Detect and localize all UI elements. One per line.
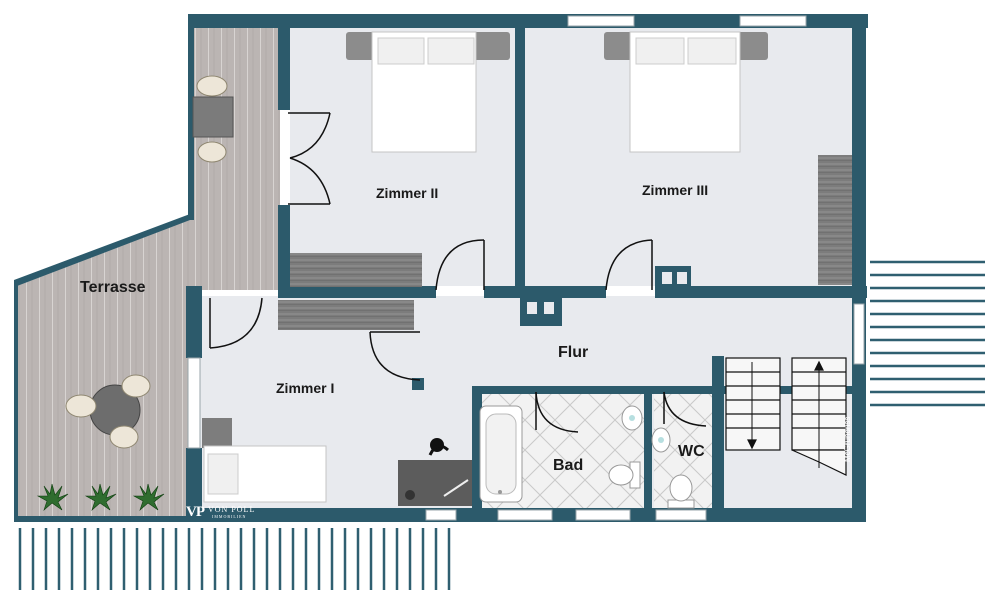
label-zimmer-2: Zimmer II: [376, 185, 439, 201]
logo-name: VON POLL: [208, 505, 256, 514]
wardrobe-zimmer1: [278, 300, 414, 330]
bed-zimmer1: [202, 418, 327, 503]
label-flur: Flur: [558, 344, 589, 361]
sink-bad: [621, 405, 643, 431]
credit-mcgrundriss: McGrundriss: [843, 416, 852, 462]
label-terrasse: Terrasse: [80, 279, 146, 296]
stripes-right: [870, 260, 985, 407]
sink-wc: [651, 427, 671, 453]
bed-zimmer2: [346, 31, 510, 153]
balcony-table: [192, 75, 234, 163]
wardrobe-zimmer2: [290, 253, 422, 287]
label-wc: WC: [678, 443, 705, 460]
bathtub: [479, 405, 523, 503]
label-zimmer-3: Zimmer III: [642, 182, 709, 198]
wardrobe-zimmer3: [818, 155, 852, 285]
logo-sub: IMMOBILIEN: [212, 514, 247, 519]
label-zimmer-1: Zimmer I: [276, 380, 335, 396]
terrace-door: [288, 112, 331, 205]
logo-mark: VP: [186, 504, 205, 520]
bed-zimmer3: [604, 31, 768, 153]
door-swings: [209, 239, 707, 433]
stripes-bottom: [18, 528, 451, 590]
toilet-bad: [608, 461, 641, 489]
terrace-table: [65, 374, 151, 449]
windows: [187, 15, 865, 521]
toilet-wc: [667, 474, 695, 509]
plants: [36, 483, 165, 511]
desk: [398, 438, 472, 506]
von-poll-logo: VP VON POLL IMMOBILIEN: [186, 503, 254, 521]
staircase: [725, 357, 847, 476]
label-bad: Bad: [553, 457, 584, 474]
